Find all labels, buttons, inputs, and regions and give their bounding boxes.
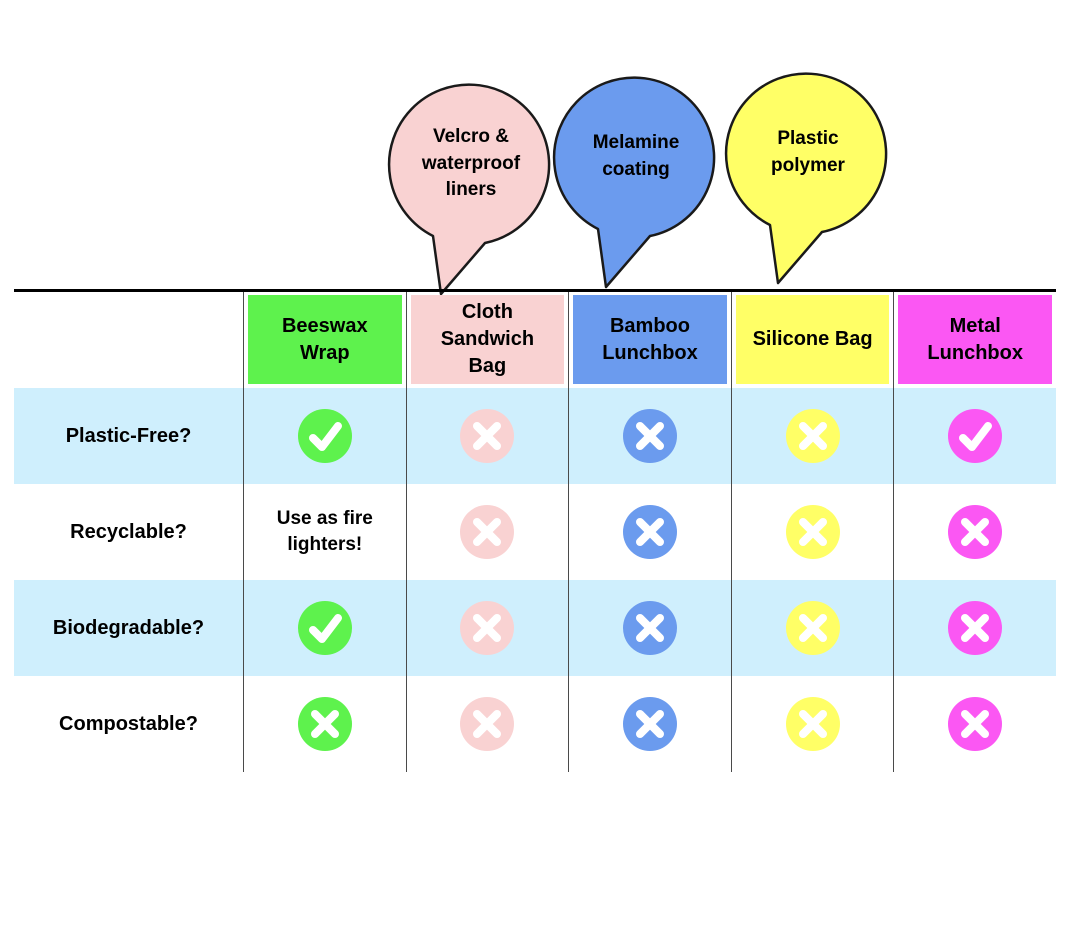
cross-icon xyxy=(785,601,840,655)
row-label: Plastic-Free? xyxy=(65,424,192,447)
table-cell xyxy=(405,676,569,772)
table-row-compostable: Compostable? xyxy=(14,676,1056,772)
check-icon xyxy=(297,409,352,463)
table-cell xyxy=(405,484,569,580)
table-cell xyxy=(405,388,569,484)
column-header-label: Metal Lunchbox xyxy=(898,295,1052,384)
cross-icon xyxy=(460,697,515,751)
table-cell xyxy=(243,580,406,676)
table-cell xyxy=(243,388,406,484)
speech-bubble-shape xyxy=(552,76,716,289)
cross-icon xyxy=(948,601,1003,655)
speech-bubble-melamine: Melamine coating xyxy=(546,72,726,307)
table-cell xyxy=(568,484,731,580)
column-header-metal-lunchbox: Metal Lunchbox xyxy=(893,292,1056,388)
cross-icon xyxy=(622,601,677,655)
table-cell xyxy=(893,580,1056,676)
column-header-beeswax-wrap: Beeswax Wrap xyxy=(243,292,406,388)
column-header-label: Silicone Bag xyxy=(735,295,890,384)
cross-icon xyxy=(948,697,1003,751)
table-cell: Use as fire lighters! xyxy=(243,484,406,580)
table-cell xyxy=(568,580,731,676)
column-header-cloth-sandwich-bag: Cloth Sandwich Bag xyxy=(405,292,569,388)
table-cell xyxy=(730,484,894,580)
table-cell xyxy=(730,580,894,676)
table-cell xyxy=(730,388,894,484)
table-row-biodegradable: Biodegradable? xyxy=(14,580,1056,676)
table-row-recyclable: Recyclable? Use as fire lighters! xyxy=(14,484,1056,580)
table-cell xyxy=(568,388,731,484)
cross-icon xyxy=(460,601,515,655)
cross-icon xyxy=(622,505,677,559)
column-header-bamboo-lunchbox: Bamboo Lunchbox xyxy=(568,292,731,388)
speech-bubble-plastic-polymer: Plastic polymer xyxy=(718,68,898,303)
row-label: Recyclable? xyxy=(70,520,187,543)
row-label: Biodegradable? xyxy=(52,616,205,639)
speech-bubble-label: Velcro & waterproof liners xyxy=(421,126,521,201)
cross-icon xyxy=(785,697,840,751)
comparison-table: Beeswax Wrap Cloth Sandwich Bag Bamboo L… xyxy=(14,289,1056,772)
column-header-label: Cloth Sandwich Bag xyxy=(410,295,565,384)
cross-icon xyxy=(460,409,515,463)
cross-icon xyxy=(460,505,515,559)
speech-bubble-label: Melamine coating xyxy=(592,132,680,180)
table-row-plastic-free: Plastic-Free? xyxy=(14,388,1056,484)
cross-icon xyxy=(785,409,840,463)
table-cell xyxy=(405,580,569,676)
cross-icon xyxy=(622,697,677,751)
speech-bubble-shape xyxy=(724,72,888,285)
speech-bubble-shape xyxy=(387,83,551,296)
table-cell xyxy=(893,676,1056,772)
cross-icon xyxy=(622,409,677,463)
cross-icon xyxy=(785,505,840,559)
corner-cell xyxy=(14,292,243,388)
check-icon xyxy=(297,601,352,655)
column-header-silicone-bag: Silicone Bag xyxy=(730,292,894,388)
note-text: Use as fire lighters! xyxy=(276,508,373,555)
table-cell xyxy=(893,484,1056,580)
table-cell xyxy=(893,388,1056,484)
table-cell xyxy=(568,676,731,772)
speech-bubble-velcro: Velcro & waterproof liners xyxy=(381,79,561,314)
table-header-row: Beeswax Wrap Cloth Sandwich Bag Bamboo L… xyxy=(14,292,1056,388)
cross-icon xyxy=(948,505,1003,559)
cross-icon xyxy=(297,697,352,751)
column-header-label: Beeswax Wrap xyxy=(248,295,402,384)
check-icon xyxy=(948,409,1003,463)
row-label: Compostable? xyxy=(59,712,198,735)
column-header-label: Bamboo Lunchbox xyxy=(573,295,727,384)
table-cell xyxy=(243,676,406,772)
speech-bubble-label: Plastic polymer xyxy=(771,128,845,176)
table-cell xyxy=(730,676,894,772)
